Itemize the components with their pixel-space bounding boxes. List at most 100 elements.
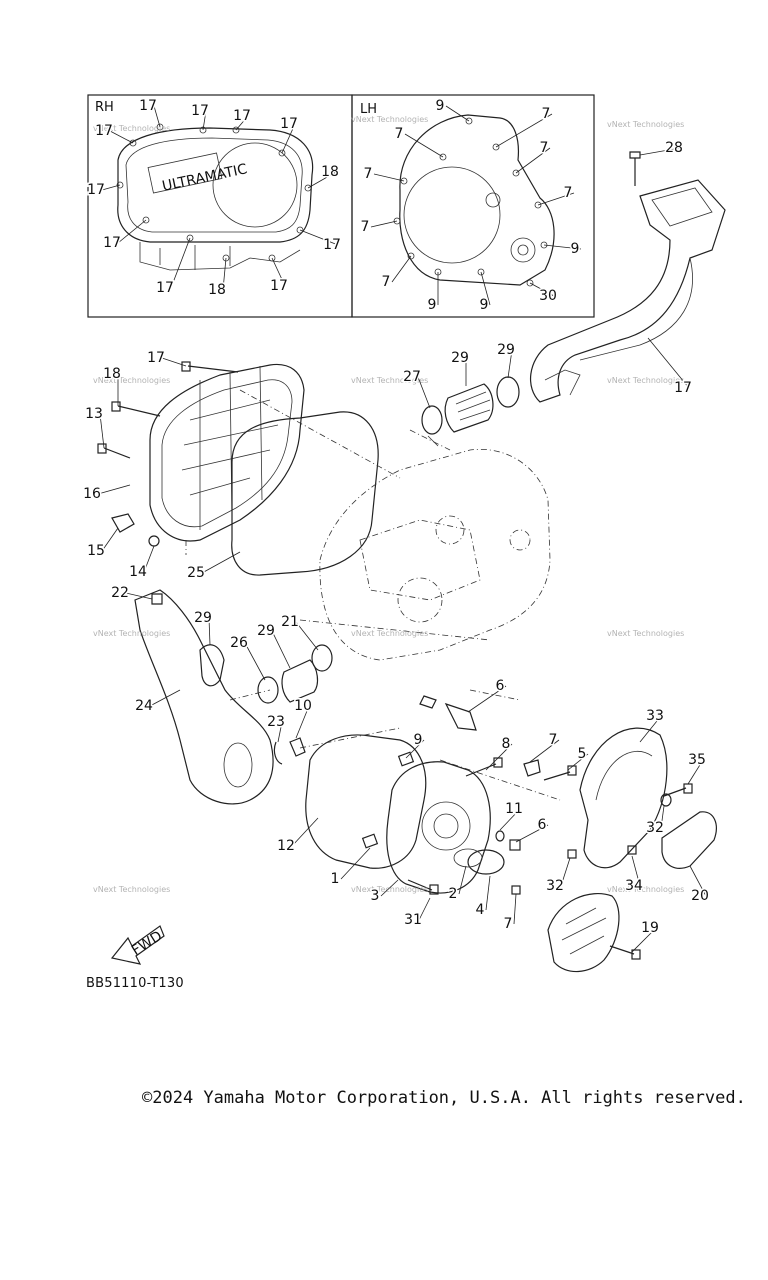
callout-leader-29 (208, 617, 211, 646)
callout-leader-34 (631, 855, 641, 887)
callout-leader-9 (543, 244, 582, 250)
callout-leader-25 (201, 551, 241, 574)
joint-26-clamps-29 (257, 644, 333, 704)
dowels-6 (361, 751, 415, 849)
callout-leader-17 (117, 219, 147, 244)
svg-text:vNext Technologies: vNext Technologies (351, 629, 428, 638)
callout-leader-30 (529, 282, 555, 297)
cover-34 (661, 811, 717, 869)
callout-3: 3 (371, 888, 380, 904)
bolt-30 (629, 151, 641, 186)
callout-leader-22 (125, 592, 153, 600)
svg-text:vNext Technologies: vNext Technologies (607, 376, 684, 385)
callout-leader-18 (222, 257, 227, 291)
shroud-31 (579, 727, 668, 869)
callout-17: 17 (280, 116, 298, 132)
callout-leader-9 (445, 105, 470, 122)
callout-leader-11 (499, 808, 521, 831)
inset-lh-cover: LH (351, 94, 595, 318)
callout-leader-26 (244, 642, 266, 681)
callout-17: 17 (270, 278, 288, 294)
bolt-17-18-left (97, 361, 239, 459)
callout-7: 7 (364, 166, 373, 182)
callout-6: 6 (538, 817, 547, 833)
callout-7: 7 (564, 185, 573, 201)
watermarks: vNext Technologies vNext Technologies vN… (93, 115, 684, 894)
callout-leader-29 (271, 630, 291, 669)
callout-leader-7 (529, 739, 560, 763)
callout-9: 9 (480, 297, 489, 313)
callout-leader-21 (295, 621, 319, 651)
callout-leader-17 (202, 110, 207, 131)
generator-cover-1 (386, 761, 491, 894)
plate-19 (547, 892, 620, 973)
callout-leader-16 (97, 484, 131, 495)
bolt-holes-lh (393, 117, 548, 287)
callout-26: 26 (230, 635, 248, 651)
callout-18: 18 (321, 164, 339, 180)
callout-33: 33 (646, 708, 664, 724)
callout-leader-3 (380, 879, 399, 897)
callout-9: 9 (571, 241, 580, 257)
clamp-29-upper (421, 376, 520, 447)
crankcase-phantom (319, 448, 551, 661)
air-duct-27 (529, 179, 726, 403)
callout-1: 1 (331, 871, 340, 887)
callout-17: 17 (191, 103, 209, 119)
svg-text:vNext Technologies: vNext Technologies (607, 120, 684, 129)
callout-leader-33 (639, 715, 662, 743)
ultramatic-logo-text: ULTRAMATIC (161, 161, 249, 195)
callout-7: 7 (395, 126, 404, 142)
callout-17: 17 (87, 182, 105, 198)
callout-leader-5 (567, 753, 589, 771)
callout-17: 17 (674, 380, 692, 396)
callout-6: 6 (496, 678, 505, 694)
callout-leader-10 (295, 705, 310, 739)
callout-17: 17 (95, 123, 113, 139)
callout-29: 29 (497, 342, 515, 358)
svg-text:vNext Technologies: vNext Technologies (93, 124, 170, 133)
callout-31: 31 (404, 912, 422, 928)
gasket-5 (305, 734, 427, 869)
bolt-25 (151, 593, 163, 605)
bolt-holes-rh (116, 123, 312, 262)
callout-7: 7 (504, 916, 513, 932)
callout-17: 17 (280, 116, 298, 132)
callout-30: 30 (539, 288, 557, 304)
callout-leader-15 (101, 527, 119, 552)
svg-text:vNext Technologies: vNext Technologies (93, 376, 170, 385)
gasket-14 (231, 411, 379, 576)
callout-29: 29 (257, 623, 275, 639)
callout-29: 29 (451, 350, 469, 366)
inset-rh-label: RH (95, 100, 114, 115)
svg-text:vNext Technologies: vNext Technologies (93, 629, 170, 638)
callout-leader-17 (647, 337, 690, 389)
callout-10: 10 (294, 698, 312, 714)
callout-19: 19 (641, 920, 659, 936)
callout-leader-17 (271, 257, 286, 287)
callout-leader-18 (307, 171, 337, 189)
callout-leader-20 (689, 865, 707, 897)
callout-7: 7 (382, 274, 391, 290)
callout-leader-27 (417, 376, 431, 409)
callout-35: 35 (688, 752, 706, 768)
callout-23: 23 (267, 714, 285, 730)
callout-leader-7 (391, 255, 412, 283)
callout-leader-9 (480, 271, 491, 306)
svg-text:vNext Technologies: vNext Technologies (351, 115, 428, 124)
callout-leader-28 (639, 147, 681, 156)
svg-text:vNext Technologies: vNext Technologies (93, 885, 170, 894)
callout-leader-23 (277, 721, 283, 743)
callout-9: 9 (428, 297, 437, 313)
callout-leader-7 (515, 147, 551, 174)
callout-22: 22 (111, 585, 129, 601)
callout-32: 32 (546, 878, 564, 894)
fwd-label: FWD (129, 928, 165, 959)
callout-leader-7 (537, 192, 575, 206)
callout-7: 7 (549, 732, 558, 748)
callout-25: 25 (187, 565, 205, 581)
callout-20: 20 (691, 888, 709, 904)
callout-21: 21 (281, 614, 299, 630)
callout-leader-32 (660, 805, 665, 829)
